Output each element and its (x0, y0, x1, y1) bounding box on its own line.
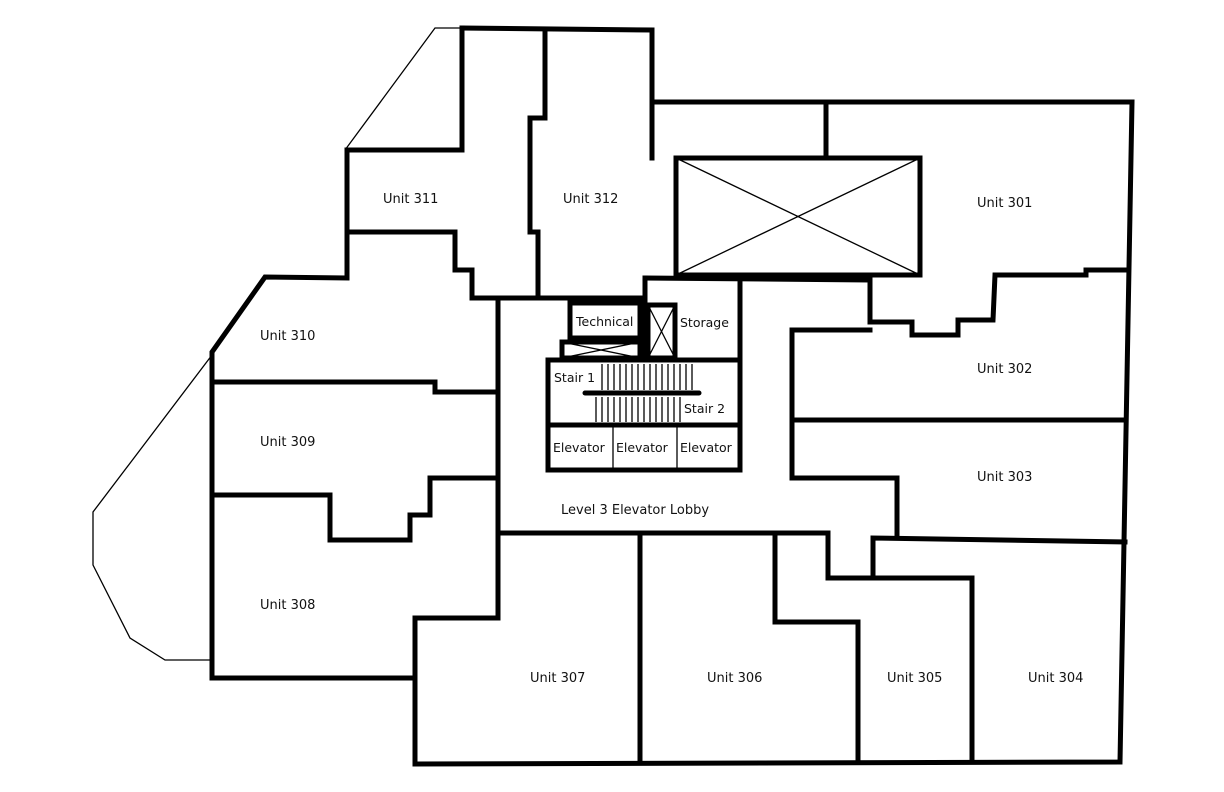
stair-treads (595, 364, 693, 422)
unit-309-label: Unit 309 (260, 435, 315, 450)
unit-302-label: Unit 302 (977, 362, 1032, 377)
unit-308-label: Unit 308 (260, 598, 315, 613)
unit-307-label: Unit 307 (530, 671, 585, 686)
unit-306-label: Unit 306 (707, 671, 762, 686)
stair-2-label: Stair 2 (684, 401, 725, 416)
unit-311-label: Unit 311 (383, 192, 438, 207)
balcony-outline-north (344, 27, 462, 151)
unit-312-label: Unit 312 (563, 192, 618, 207)
elevator-1-label: Elevator (553, 440, 606, 455)
elevator-2-label: Elevator (616, 440, 669, 455)
elevator-lobby-label: Level 3 Elevator Lobby (561, 503, 709, 518)
unit-301-label: Unit 301 (977, 196, 1032, 211)
stair-1-label: Stair 1 (554, 370, 595, 385)
walls (209, 25, 1135, 767)
unit-304-label: Unit 304 (1028, 671, 1083, 686)
technical-room-label: Technical (575, 314, 633, 329)
building-core (545, 275, 743, 473)
elevator-3-label: Elevator (680, 440, 733, 455)
unit-310-label: Unit 310 (260, 329, 315, 344)
unit-303-label: Unit 303 (977, 470, 1032, 485)
storage-room-label: Storage (680, 315, 729, 330)
unit-305-label: Unit 305 (887, 671, 942, 686)
balcony-outline-west (92, 354, 213, 661)
